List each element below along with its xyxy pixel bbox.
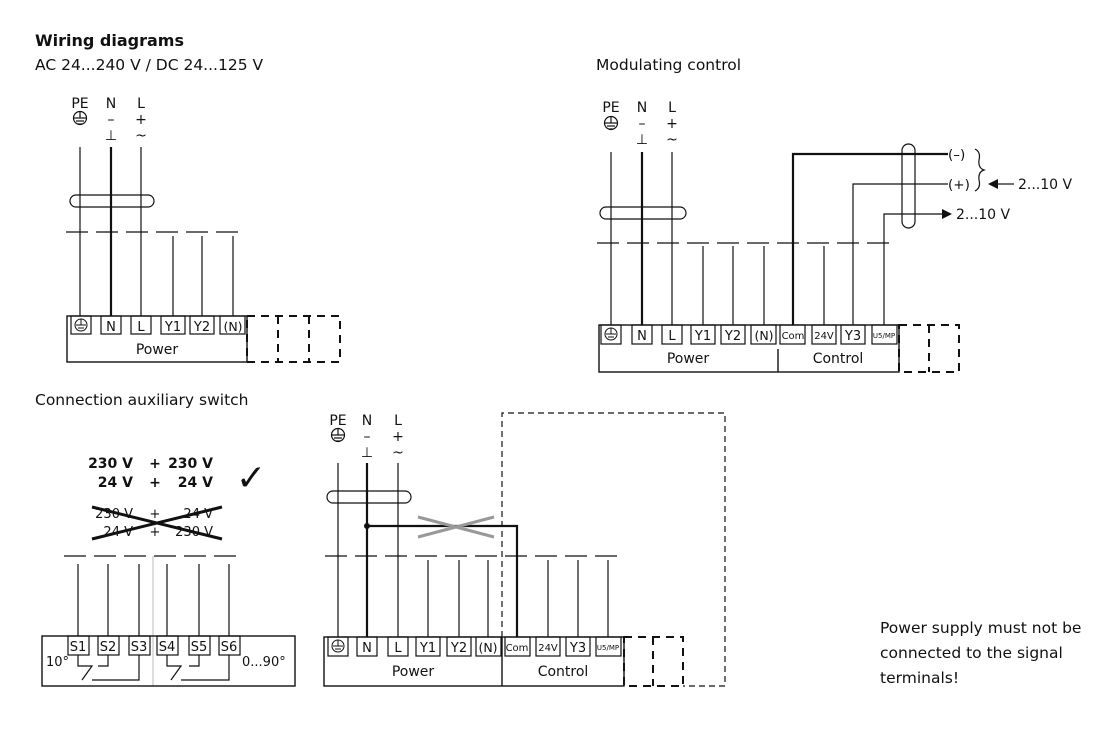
switch-s5: S5: [191, 640, 208, 655]
terminal-l: L: [668, 329, 676, 344]
l-plus: +: [666, 116, 678, 132]
terminal-24v: 24V: [814, 331, 834, 342]
terminal-u5mp: U5/MP: [873, 332, 895, 340]
signal-negative-label: (–): [948, 147, 965, 163]
terminal-n-paren: (N): [478, 640, 497, 655]
switch-range-0-90: 0...90°: [242, 655, 286, 670]
l-tilde: ~: [135, 128, 147, 144]
signal-brace: [974, 148, 986, 192]
terminal-n: N: [362, 641, 372, 656]
ok-row2-right: 24 V: [178, 475, 213, 491]
signal-cable-clamp: [901, 143, 916, 229]
n-minus: –: [108, 112, 115, 128]
power-control-terminal-block: [323, 636, 625, 687]
cross-out-icon: [417, 515, 495, 539]
ok-row1-plus: +: [149, 456, 161, 472]
terminal-earth-icon: [74, 318, 88, 332]
terminal-y2: Y2: [724, 329, 741, 344]
input-signal-label: 2...10 V: [1018, 177, 1073, 193]
terminal-y2: Y2: [193, 320, 210, 335]
pe-label: PE: [329, 413, 346, 429]
terminal-n: N: [106, 320, 116, 335]
terminal-n: N: [637, 329, 647, 344]
pe-label: PE: [71, 96, 88, 112]
n-label: N: [637, 100, 647, 116]
control-label: Control: [538, 664, 589, 680]
terminal-y2: Y2: [450, 641, 467, 656]
power-label: Power: [136, 342, 179, 358]
pe-label: PE: [602, 100, 619, 116]
l-plus: +: [135, 112, 147, 128]
control-label: Control: [813, 351, 864, 367]
modulating-control-heading: Modulating control: [596, 56, 742, 74]
check-icon: ✓: [236, 458, 266, 499]
switch-s3: S3: [131, 640, 148, 655]
cable-clamp: [599, 206, 687, 220]
n-minus: –: [639, 116, 646, 132]
page-title: Wiring diagrams: [35, 31, 184, 50]
terminal-l: L: [137, 320, 145, 335]
n-label: N: [106, 96, 116, 112]
l-tilde: ~: [666, 132, 678, 148]
earth-symbol-icon: [72, 110, 88, 126]
terminal-24v: 24V: [538, 643, 558, 654]
terminal-earth-icon: [331, 639, 345, 653]
ok-row2-left: 24 V: [98, 475, 133, 491]
diagram-auxiliary-switch: 230 V + 230 V 24 V + 24 V ✓ 230 V + 24 V…: [41, 456, 296, 687]
terminal-com: Com: [506, 643, 529, 654]
terminal-n-paren: (N): [754, 328, 773, 343]
supply-voltage-heading: AC 24...240 V / DC 24...125 V: [35, 56, 264, 74]
cable-clamp: [69, 194, 155, 208]
switch-s2: S2: [100, 640, 117, 655]
l-label: L: [137, 96, 145, 112]
terminal-y1: Y1: [694, 329, 711, 344]
n-ground: ⊥: [361, 445, 373, 461]
signal-positive-label: (+): [948, 177, 970, 193]
diagram-bottom-connection: PE N L – + ⊥ ~: [323, 412, 726, 687]
n-label: N: [362, 413, 372, 429]
l-label: L: [668, 100, 676, 116]
auxiliary-switch-heading: Connection auxiliary switch: [35, 391, 249, 409]
l-plus: +: [392, 429, 404, 445]
n-ground: ⊥: [636, 132, 648, 148]
power-label: Power: [392, 664, 435, 680]
earth-symbol-icon: [330, 427, 346, 443]
terminal-l: L: [394, 641, 402, 656]
bad-row2-plus: +: [150, 525, 161, 540]
switch-s1: S1: [70, 640, 87, 655]
switch-angle-10: 10°: [46, 655, 69, 670]
ok-row1-right: 230 V: [168, 456, 213, 472]
terminal-y3: Y3: [844, 329, 861, 344]
switch-s6: S6: [221, 640, 238, 655]
terminal-n-paren: (N): [223, 319, 242, 334]
warning-note: Power supply must not be connected to th…: [880, 619, 1082, 687]
terminal-y1: Y1: [164, 320, 181, 335]
bad-row1-plus: +: [150, 507, 161, 522]
cable-clamp: [326, 490, 412, 504]
power-label: Power: [667, 351, 710, 367]
terminal-y3: Y3: [569, 641, 586, 656]
terminal-earth-icon: [604, 327, 618, 341]
diagram-modulating-control: PE N L – + ⊥ ~ (–) (+) 2...10 V 2.: [597, 100, 1073, 373]
ok-row1-left: 230 V: [88, 456, 133, 472]
output-signal-label: 2...10 V: [956, 207, 1011, 223]
l-tilde: ~: [392, 445, 404, 461]
switch-contacts: [77, 655, 230, 681]
terminal-u5mp: U5/MP: [597, 644, 619, 652]
earth-symbol-icon: [603, 115, 619, 131]
terminal-y1: Y1: [419, 641, 436, 656]
n-ground: ⊥: [105, 128, 117, 144]
ok-row2-plus: +: [149, 475, 161, 491]
l-label: L: [394, 413, 402, 429]
cross-out-icon: [91, 505, 223, 541]
diagram-basic-power: PE N L – + ⊥ ~: [66, 96, 341, 363]
switch-s4: S4: [159, 640, 176, 655]
n-minus: –: [364, 429, 371, 445]
terminal-com: Com: [782, 331, 805, 342]
power-control-terminal-block: [598, 324, 900, 373]
